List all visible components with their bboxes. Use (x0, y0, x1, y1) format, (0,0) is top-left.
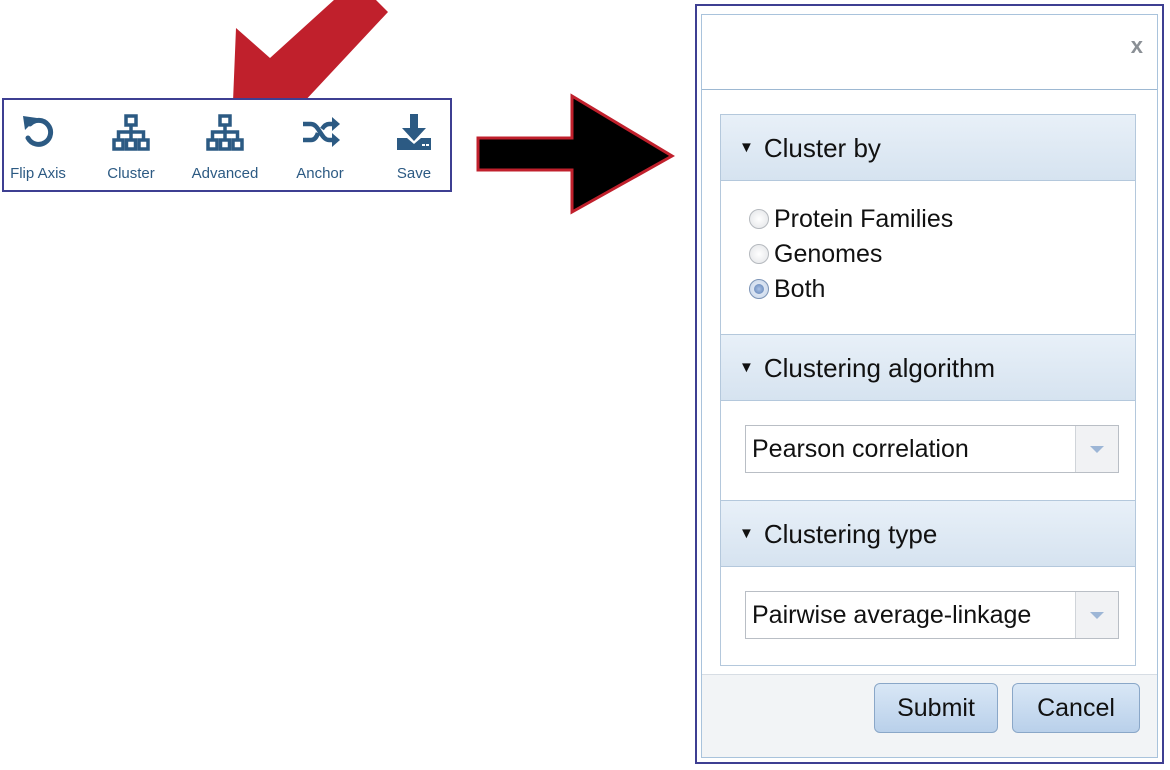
algorithm-value: Pearson correlation (752, 435, 969, 463)
radio-genomes[interactable]: Genomes (749, 240, 882, 274)
dialog-footer: Submit Cancel (702, 674, 1157, 757)
black-arrow-icon (476, 93, 675, 215)
advanced-button[interactable]: Advanced (185, 110, 265, 186)
algorithm-select[interactable]: Pearson correlation (745, 425, 1119, 473)
cluster-button[interactable]: Cluster (91, 110, 171, 186)
download-icon (397, 114, 431, 150)
hierarchy-icon (112, 114, 150, 151)
radio-selected-icon[interactable] (749, 279, 769, 299)
type-select[interactable]: Pairwise average-linkage (745, 591, 1119, 639)
clustering-type-title: Clustering type (763, 519, 938, 549)
cluster-by-title: Cluster by (763, 133, 881, 163)
shuffle-icon (303, 117, 340, 147)
anchor-label: Anchor (296, 165, 344, 182)
cluster-by-header[interactable]: ▼ Cluster by (721, 115, 1135, 181)
dialog-frame: x ▼ Cluster by Protein Families Genomes B… (701, 14, 1158, 758)
hierarchy-icon (206, 114, 244, 151)
chevron-down-icon[interactable] (1075, 592, 1118, 638)
close-icon[interactable]: x (1130, 33, 1143, 58)
rotate-icon (23, 116, 54, 147)
toolbar: Flip Axis Cluster Advanced (2, 98, 452, 192)
save-button[interactable]: Save (374, 110, 454, 186)
cluster-label: Cluster (107, 165, 155, 182)
radio-icon[interactable] (749, 209, 769, 229)
cluster-by-section: ▼ Cluster by Protein Families Genomes Bot… (720, 114, 1136, 336)
radio-icon[interactable] (749, 244, 769, 264)
advanced-dialog: x ▼ Cluster by Protein Families Genomes B… (695, 4, 1164, 764)
clustering-type-header[interactable]: ▼ Clustering type (721, 501, 1135, 567)
collapse-triangle-icon: ▼ (739, 359, 754, 376)
clustering-algorithm-header[interactable]: ▼ Clustering algorithm (721, 335, 1135, 401)
collapse-triangle-icon: ▼ (739, 525, 754, 542)
flip-axis-label: Flip Axis (10, 165, 66, 182)
clustering-algorithm-title: Clustering algorithm (763, 353, 996, 383)
radio-label: Genomes (774, 240, 883, 268)
clustering-algorithm-section: ▼ Clustering algorithm Pearson correlatio… (720, 334, 1136, 502)
cancel-button[interactable]: Cancel (1012, 683, 1140, 733)
radio-label: Both (774, 275, 826, 303)
type-value: Pairwise average-linkage (752, 601, 1032, 629)
radio-both[interactable]: Both (749, 275, 825, 309)
radio-protein-families[interactable]: Protein Families (749, 205, 953, 239)
chevron-down-icon[interactable] (1075, 426, 1118, 472)
anchor-button[interactable]: Anchor (280, 110, 360, 186)
submit-button[interactable]: Submit (874, 683, 998, 733)
dialog-titlebar: x (702, 15, 1157, 90)
flip-axis-button[interactable]: Flip Axis (0, 110, 78, 186)
collapse-triangle-icon: ▼ (739, 139, 754, 156)
radio-label: Protein Families (774, 205, 954, 233)
advanced-label: Advanced (191, 165, 259, 182)
clustering-type-section: ▼ Clustering type Pairwise average-linkag… (720, 500, 1136, 666)
dialog-body: ▼ Cluster by Protein Families Genomes Bot… (702, 90, 1157, 688)
save-label: Save (396, 165, 432, 182)
